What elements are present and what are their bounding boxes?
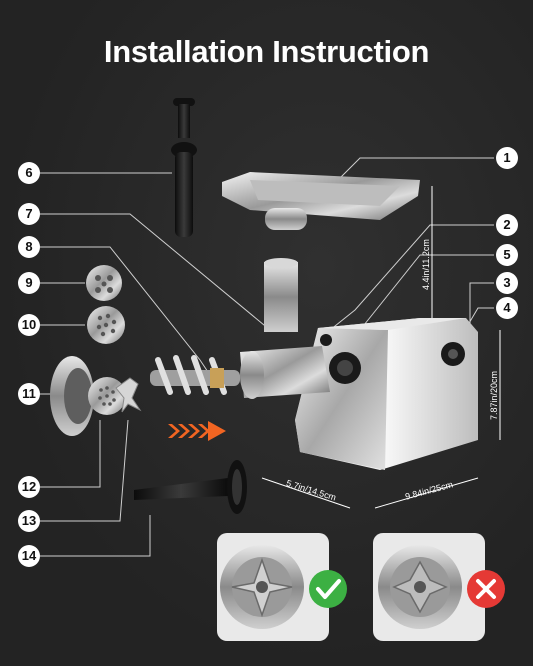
callout-6: 6 <box>18 162 40 184</box>
callout-12: 12 <box>18 476 40 498</box>
food-tray <box>222 172 420 230</box>
fine-plate <box>88 377 126 415</box>
medium-plate <box>87 306 125 344</box>
callout-14: 14 <box>18 545 40 567</box>
cross-icon <box>467 570 505 608</box>
auger-screw <box>150 355 240 395</box>
callout-10: 10 <box>18 314 40 336</box>
callout-7: 7 <box>18 203 40 225</box>
callout-3: 3 <box>496 272 518 294</box>
direction-arrow <box>168 421 226 441</box>
callout-2: 2 <box>496 214 518 236</box>
wrong-install-photo <box>373 533 485 641</box>
food-pusher <box>171 98 197 237</box>
ring-nut <box>50 356 94 436</box>
grinder-head <box>240 258 330 399</box>
page-title: Installation Instruction <box>103 34 430 69</box>
motor-body <box>295 318 478 470</box>
dimension-height-top: 4.4in/11.2cm <box>421 239 431 290</box>
callout-9: 9 <box>18 272 40 294</box>
dimension-lines <box>261 186 501 509</box>
callout-5: 5 <box>496 244 518 266</box>
check-icon <box>309 570 347 608</box>
coarse-plate <box>86 265 122 301</box>
sausage-tube <box>134 460 247 514</box>
dimension-height-body: 7.87in/20cm <box>489 370 499 420</box>
callout-1: 1 <box>496 147 518 169</box>
callout-13: 13 <box>18 510 40 532</box>
cross-blade <box>115 377 142 413</box>
callout-4: 4 <box>496 297 518 319</box>
callout-8: 8 <box>18 236 40 258</box>
correct-install-photo <box>217 533 329 641</box>
callout-11: 11 <box>18 383 40 405</box>
